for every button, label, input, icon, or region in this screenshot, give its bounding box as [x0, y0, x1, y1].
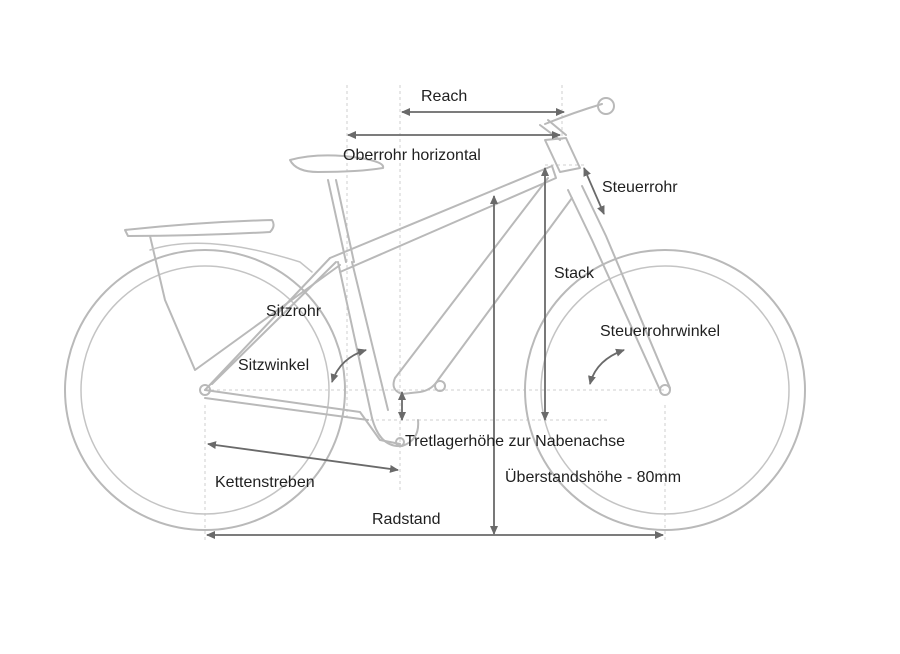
label-wheelbase: Radstand — [372, 511, 441, 528]
head-angle-arrow — [588, 348, 625, 385]
label-seat-angle: Sitzwinkel — [238, 357, 309, 374]
label-bb-height: Tretlagerhöhe zur Nabenachse — [405, 433, 625, 450]
seat-tube — [337, 261, 389, 419]
front-hub — [659, 384, 671, 396]
handlebar-end — [597, 97, 615, 115]
rack-strut — [149, 235, 341, 371]
label-head-angle: Steuerrohrwinkel — [600, 323, 720, 340]
front-wheel-outer — [524, 249, 806, 531]
rear-fender — [149, 242, 313, 273]
label-top-tube: Oberrohr horizontal — [343, 147, 481, 164]
bike-drawing — [64, 97, 806, 531]
rear-wheel-inner — [80, 265, 330, 515]
fork — [567, 185, 671, 391]
motor-bolt — [434, 380, 446, 392]
chainstay — [204, 389, 401, 445]
top-tube — [329, 165, 557, 273]
handlebar — [544, 103, 603, 125]
seatpost — [327, 179, 355, 263]
rear-rack — [124, 219, 275, 237]
label-chainstay: Kettenstreben — [215, 474, 315, 491]
dimension-arrows — [206, 108, 664, 539]
label-stack: Stack — [554, 265, 595, 282]
head-tube-arrow — [583, 167, 605, 215]
label-seat-tube: Sitzrohr — [266, 303, 322, 320]
rear-wheel-outer — [64, 249, 346, 531]
label-reach: Reach — [421, 88, 467, 105]
label-head-tube: Steuerrohr — [602, 179, 678, 196]
rear-hub — [199, 384, 211, 396]
saddle — [289, 154, 385, 173]
chainstay-arrow — [207, 441, 399, 473]
seat-angle-arrow — [330, 348, 367, 383]
label-standover: Überstandshöhe - 80mm — [505, 468, 681, 486]
labels: Reach Oberrohr horizontal Steuerrohr Sta… — [215, 88, 720, 528]
